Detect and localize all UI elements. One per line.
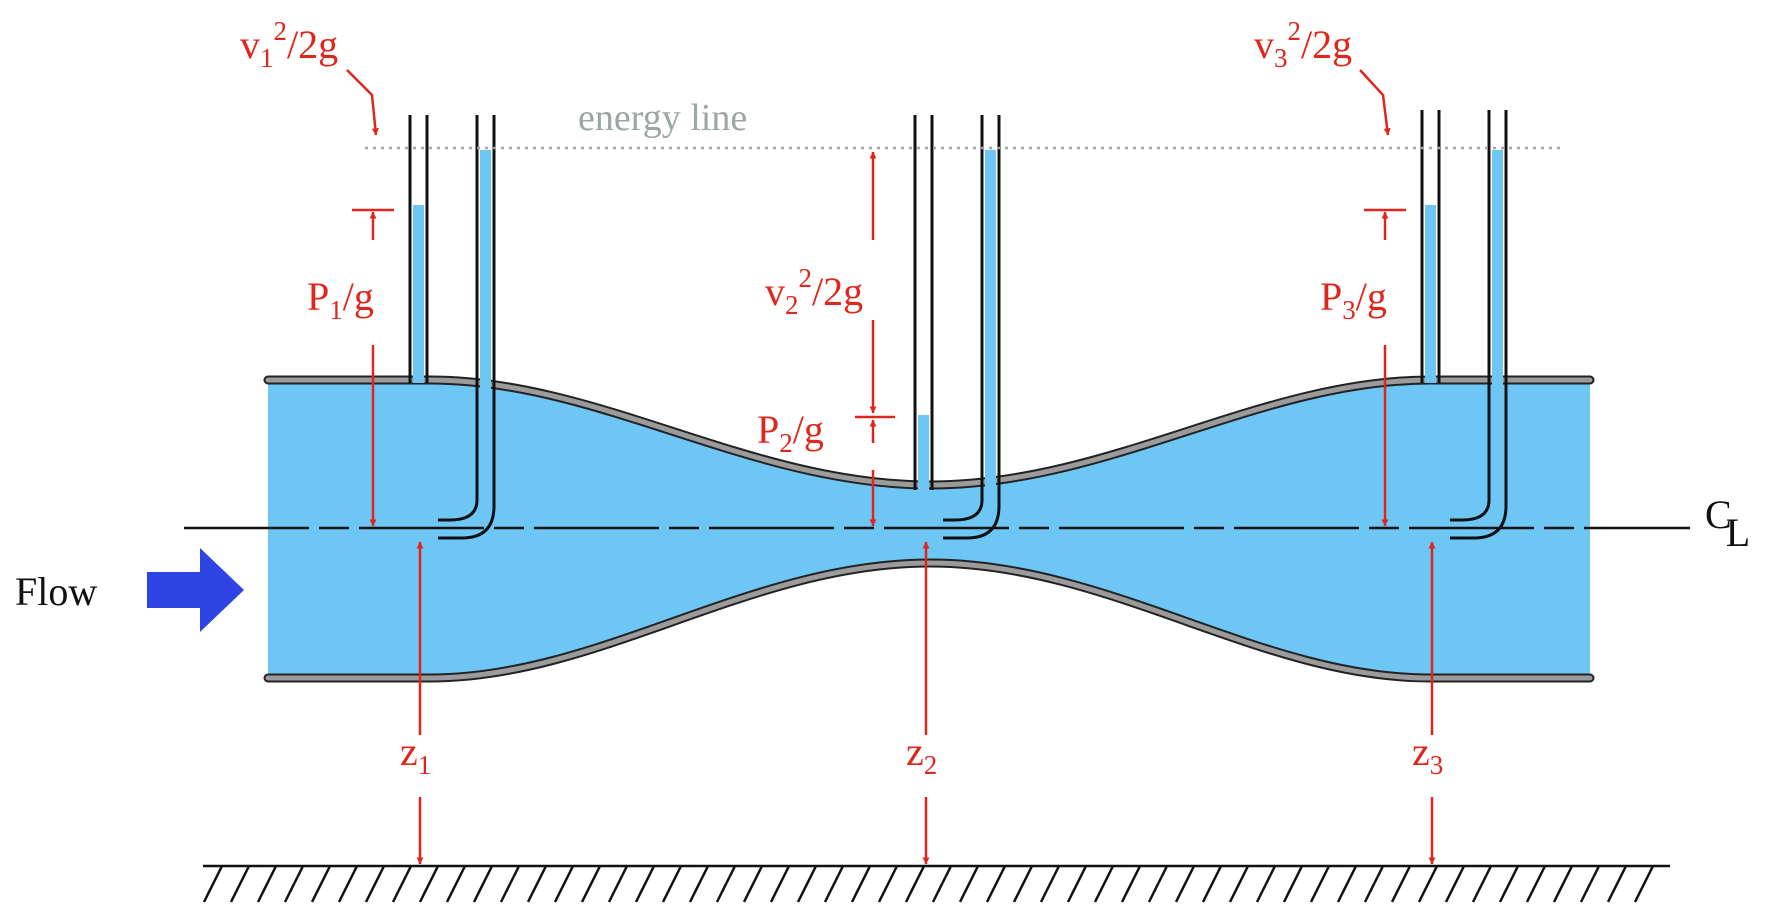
ground-hatch-line — [418, 865, 440, 903]
ground-hatch-line — [1417, 865, 1439, 903]
tubes-station-3 — [1420, 110, 1508, 540]
ground-hatch-line — [445, 865, 467, 903]
ground-hatch-line — [1120, 865, 1142, 903]
label-v2-sq-over-2g: v22/2g — [765, 263, 863, 320]
pipe-walls — [263, 375, 1595, 683]
ground-hatch-line — [1444, 865, 1466, 903]
station-2-annotations — [855, 151, 930, 865]
ground-hatch-line — [391, 865, 413, 903]
label-p1-over-g: P1/g — [307, 274, 374, 325]
centerline-symbol: CL — [1705, 492, 1750, 555]
ground-hatch-line — [661, 865, 683, 903]
ground-hatch-line — [553, 865, 575, 903]
ground-hatch-line — [796, 865, 818, 903]
ground-hatch-line — [688, 865, 710, 903]
label-z1: z1 — [400, 729, 431, 780]
ground-hatch-line — [1039, 865, 1061, 903]
label-z2: z2 — [906, 729, 937, 780]
ground-hatch-line — [1012, 865, 1034, 903]
ground-hatch-line — [310, 865, 332, 903]
ground-hatch-line — [472, 865, 494, 903]
ground-hatch-line — [769, 865, 791, 903]
ground-hatch-line — [256, 865, 278, 903]
energy-line-label: energy line — [578, 97, 747, 139]
ground-hatch-line — [823, 865, 845, 903]
ground-hatch-line — [1255, 865, 1277, 903]
station-1-annotations — [346, 69, 424, 865]
ground-hatch-line — [364, 865, 386, 903]
flow-label: Flow — [15, 569, 97, 614]
ground-hatch-line — [1606, 865, 1628, 903]
ground-hatch-line — [1282, 865, 1304, 903]
ground-hatch-line — [283, 865, 305, 903]
ground-hatch-line — [742, 865, 764, 903]
ground-hatch-line — [1633, 865, 1655, 903]
ground-hatch-line — [715, 865, 737, 903]
ground-hatch-line — [931, 865, 953, 903]
ground-hatch-line — [1093, 865, 1115, 903]
station-3-annotations — [1359, 69, 1436, 865]
ground-hatch-line — [877, 865, 899, 903]
ground-hatch-line — [850, 865, 872, 903]
label-v1-sq-over-2g: v12/2g — [240, 16, 338, 73]
ground-hatch-line — [1336, 865, 1358, 903]
ground-hatch-line — [607, 865, 629, 903]
ground-hatch-line — [958, 865, 980, 903]
ground-hatch-line — [229, 865, 251, 903]
ground-hatch-line — [1201, 865, 1223, 903]
ground-datum — [202, 864, 1670, 903]
ground-hatch-line — [1579, 865, 1601, 903]
ground-hatch-line — [1309, 865, 1331, 903]
ground-hatch-line — [1498, 865, 1520, 903]
ground-hatch-line — [1147, 865, 1169, 903]
ground-hatch-line — [202, 865, 224, 903]
label-v3-sq-over-2g: v32/2g — [1254, 16, 1352, 73]
ground-hatch-line — [904, 865, 926, 903]
ground-hatch-line — [985, 865, 1007, 903]
label-z3: z3 — [1412, 729, 1443, 780]
ground-hatch-line — [580, 865, 602, 903]
ground-hatch-line — [499, 865, 521, 903]
label-p3-over-g: P3/g — [1320, 274, 1387, 325]
ground-hatch-line — [1390, 865, 1412, 903]
label-p2-over-g: P2/g — [757, 407, 824, 458]
ground-hatch-line — [526, 865, 548, 903]
ground-hatch-line — [1174, 865, 1196, 903]
ground-hatch-line — [1525, 865, 1547, 903]
tubes-station-1 — [408, 115, 496, 540]
tubes-station-2 — [913, 115, 1001, 540]
ground-hatch-line — [1363, 865, 1385, 903]
ground-hatch-line — [1471, 865, 1493, 903]
ground-hatch-line — [1228, 865, 1250, 903]
flow-arrow — [147, 548, 244, 632]
ground-hatch-line — [337, 865, 359, 903]
ground-hatch-line — [1552, 865, 1574, 903]
ground-hatch-line — [634, 865, 656, 903]
ground-hatch-line — [1066, 865, 1088, 903]
